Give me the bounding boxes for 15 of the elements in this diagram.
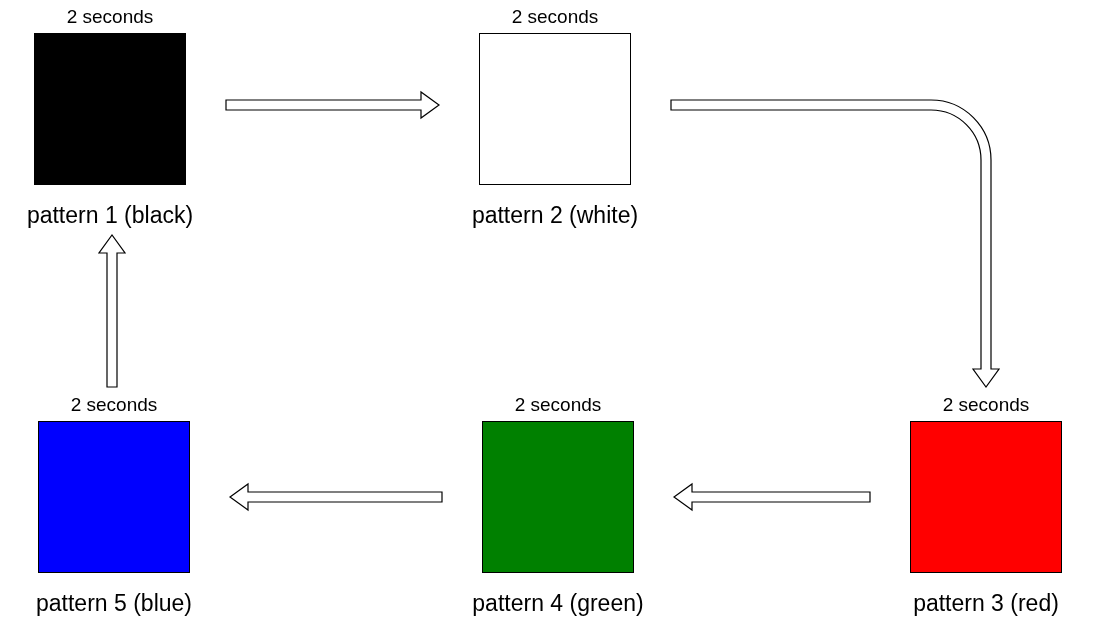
block-arrow: [670, 99, 1000, 388]
block-arrow: [225, 90, 441, 120]
pattern-label: pattern 5 (blue): [36, 589, 192, 617]
block-arrow: [672, 482, 871, 512]
duration-label: 2 seconds: [514, 393, 602, 417]
pattern-label: pattern 2 (white): [471, 201, 639, 229]
block-arrow: [228, 482, 443, 512]
pattern-label: pattern 1 (black): [26, 201, 194, 229]
duration-label: 2 seconds: [942, 393, 1030, 417]
duration-label: 2 seconds: [70, 393, 158, 417]
pattern-label: pattern 3 (red): [913, 589, 1059, 617]
block-arrow: [97, 233, 127, 388]
pattern-label: pattern 4 (green): [472, 589, 644, 617]
duration-label: 2 seconds: [66, 5, 154, 29]
duration-label: 2 seconds: [511, 5, 599, 29]
